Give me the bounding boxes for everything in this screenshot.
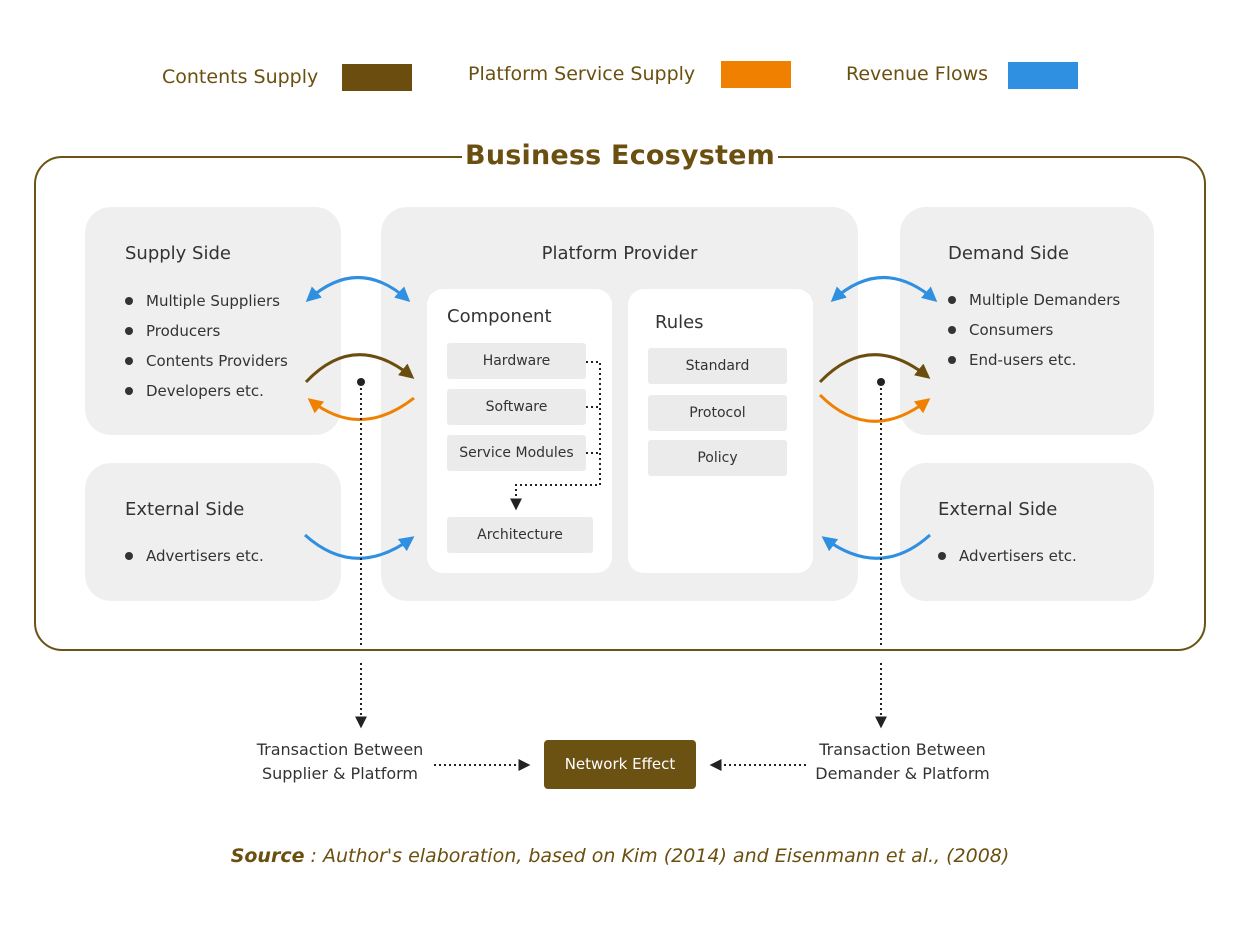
supply-external-side-panel: External Side Advertisers etc. (85, 463, 341, 601)
source-prefix: Source (230, 845, 305, 867)
contents-arrow-platform-to-demand (818, 353, 931, 384)
source-text: : Author's elaboration, based on Kim (20… (304, 845, 1010, 867)
supply-item-producers: Producers (125, 321, 288, 351)
transaction-supplier-line-2: Supplier & Platform (261, 764, 419, 783)
revenue-arrow-external-to-platform (303, 533, 415, 560)
network-effect-box: Network Effect (544, 740, 696, 789)
revenue-arrow-platform-demand (830, 276, 938, 303)
supply-side-title: Supply Side (125, 243, 231, 264)
transaction-supplier-platform: Transaction Between Supplier & Platform (240, 738, 440, 786)
platform-provider-title: Platform Provider (541, 243, 698, 264)
demand-external-side-title: External Side (938, 499, 1058, 520)
transaction-demander-line-2: Demander & Platform (815, 764, 990, 783)
demand-external-list: Advertisers etc. (938, 546, 1077, 576)
transaction-demander-line-1: Transaction Between (819, 740, 986, 759)
component-chip-service-modules: Service Modules (447, 435, 586, 471)
component-chip-software: Software (447, 389, 586, 425)
service-arrow-platform-to-demand (818, 393, 931, 423)
demand-item-consumers: Consumers (948, 320, 1120, 350)
component-card: Component Hardware Software Service Modu… (427, 289, 612, 573)
legend-label-platform-service-supply: Platform Service Supply (468, 63, 696, 85)
rules-title: Rules (655, 312, 704, 333)
supply-item-multiple-suppliers: Multiple Suppliers (125, 291, 288, 321)
demand-item-multiple-demanders: Multiple Demanders (948, 290, 1120, 320)
demand-side-list: Multiple Demanders Consumers End-users e… (948, 290, 1120, 380)
contents-arrow-supply-to-platform (304, 353, 415, 384)
business-ecosystem-title: Business Ecosystem (462, 136, 778, 176)
rules-card: Rules Standard Protocol Policy (628, 289, 813, 573)
right-connector-dot (877, 378, 885, 386)
supply-side-list: Multiple Suppliers Producers Contents Pr… (125, 291, 288, 411)
supply-item-developers: Developers etc. (125, 381, 288, 411)
demand-side-title: Demand Side (948, 243, 1069, 264)
legend-label-contents-supply: Contents Supply (162, 66, 319, 88)
transaction-demander-platform: Transaction Between Demander & Platform (800, 738, 1005, 786)
demand-external-side-panel: External Side Advertisers etc. (900, 463, 1154, 601)
transaction-supplier-line-1: Transaction Between (256, 740, 424, 759)
rules-chip-protocol: Protocol (648, 395, 787, 431)
demand-item-end-users: End-users etc. (948, 350, 1120, 380)
supply-side-panel: Supply Side Multiple Suppliers Producers… (85, 207, 341, 435)
legend-label-revenue-flows: Revenue Flows (846, 63, 989, 85)
supply-external-item-advertisers: Advertisers etc. (125, 546, 264, 576)
left-connector-dot (357, 378, 365, 386)
rules-chip-policy: Policy (648, 440, 787, 476)
revenue-arrow-supply-platform (305, 276, 411, 303)
revenue-arrow-external-to-platform-right (821, 533, 932, 560)
rules-chip-standard: Standard (648, 348, 787, 384)
legend-swatch-contents-supply (342, 64, 412, 91)
component-chip-architecture: Architecture (447, 517, 593, 553)
legend-swatch-platform-service-supply (721, 61, 791, 88)
source-caption: Source : Author's elaboration, based on … (0, 845, 1240, 867)
legend-swatch-revenue-flows (1008, 62, 1078, 89)
supply-external-list: Advertisers etc. (125, 546, 264, 576)
demand-side-panel: Demand Side Multiple Demanders Consumers… (900, 207, 1154, 435)
component-title: Component (447, 306, 552, 327)
component-bracket (510, 361, 601, 511)
component-chip-hardware: Hardware (447, 343, 586, 379)
supply-external-side-title: External Side (125, 499, 245, 520)
demand-external-item-advertisers: Advertisers etc. (938, 546, 1077, 576)
supply-item-contents-providers: Contents Providers (125, 351, 288, 381)
